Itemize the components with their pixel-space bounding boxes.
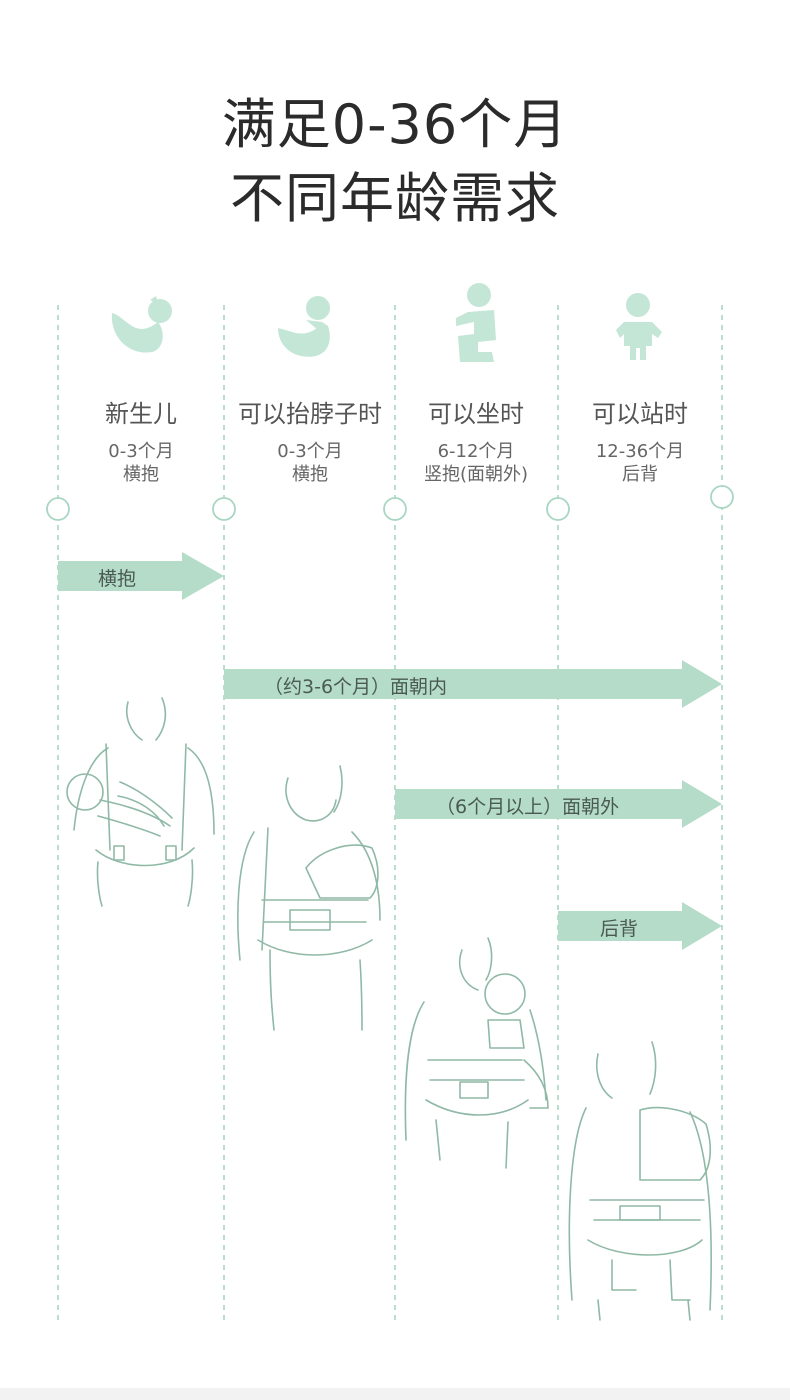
- arrow-label-back-carry: 后背: [600, 918, 639, 940]
- timeline-node: [710, 485, 734, 509]
- arrow-label-face-out: （6个月以上）面朝外: [436, 796, 620, 818]
- illustration-newborn-hold: [66, 697, 215, 907]
- page-title-line1: 满足0-36个月: [221, 93, 569, 156]
- timeline-node: [212, 497, 236, 521]
- stage-name-sitting: 可以坐时: [428, 400, 524, 428]
- arrow-bar-horizontal-hold: [58, 552, 224, 600]
- illustration-back-carry: [568, 1041, 712, 1321]
- stage-name-newborn: 新生儿: [105, 400, 177, 428]
- arrow-bar-face-in: [224, 660, 722, 708]
- stage-name-standing: 可以站时: [592, 400, 688, 428]
- timeline-node: [546, 497, 570, 521]
- arrow-bar-back-carry: [558, 902, 722, 950]
- stage-range-standing: 12-36个月: [595, 441, 685, 462]
- page-title-line2: 不同年龄需求: [230, 167, 560, 230]
- stage-mode-standing: 后背: [622, 464, 658, 485]
- illustration-face-out: [404, 937, 549, 1169]
- timeline-node: [383, 497, 407, 521]
- stage-mode-newborn: 横抱: [123, 464, 159, 485]
- arrow-label-face-in: （约3-6个月）面朝内: [264, 676, 448, 698]
- timeline-node: [46, 497, 70, 521]
- newborn-icon: [111, 296, 172, 353]
- baby-standing-icon: [616, 293, 662, 360]
- stage-mode-sitting: 竖抱(面朝外): [423, 464, 529, 485]
- stage-range-newborn: 0-3个月: [108, 441, 174, 462]
- baby-lift-neck-icon: [278, 296, 330, 357]
- arrow-bar-face-out: [395, 780, 722, 828]
- baby-sitting-icon: [456, 283, 496, 362]
- bottom-divider: [0, 1388, 790, 1400]
- stage-range-sitting: 6-12个月: [437, 441, 515, 462]
- stage-name-lift-neck: 可以抬脖子时: [238, 400, 382, 428]
- stage-range-lift-neck: 0-3个月: [277, 441, 343, 462]
- stage-mode-lift-neck: 横抱: [292, 464, 328, 485]
- illustration-face-in: [237, 765, 381, 1031]
- arrow-label-horizontal-hold: 横抱: [98, 568, 137, 590]
